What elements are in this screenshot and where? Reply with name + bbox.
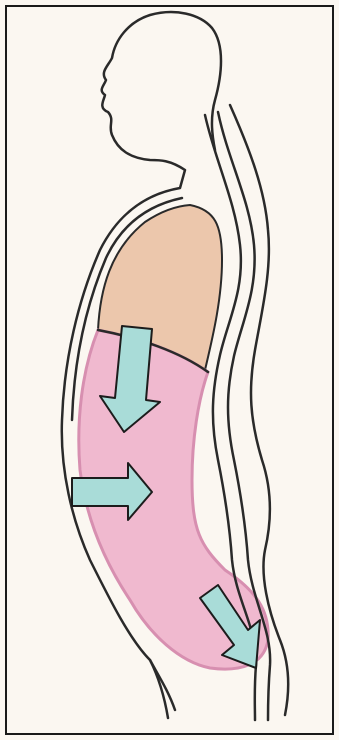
figure xyxy=(0,0,339,740)
torso-diagram xyxy=(0,0,339,740)
